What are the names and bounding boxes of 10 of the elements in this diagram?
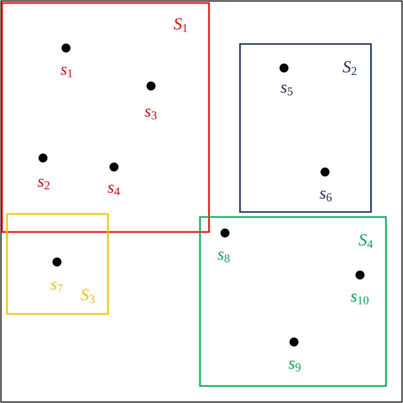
point-label: s$_{2}$ (38, 178, 50, 190)
point-label: s$_{1}$ (60, 66, 72, 78)
point-label: s$_{3}$ (144, 108, 157, 120)
point-label: s$_{7}$ (50, 282, 63, 292)
point-label: s$_{5}$ (280, 84, 293, 96)
point-label: s$_{9}$ (288, 360, 301, 372)
point-label: s$_{4}$ (108, 184, 120, 196)
point-label: s$_{6}$ (320, 190, 332, 202)
point-label: s$_{10}$ (350, 294, 369, 304)
point-label: s$_{8}$ (218, 252, 230, 262)
